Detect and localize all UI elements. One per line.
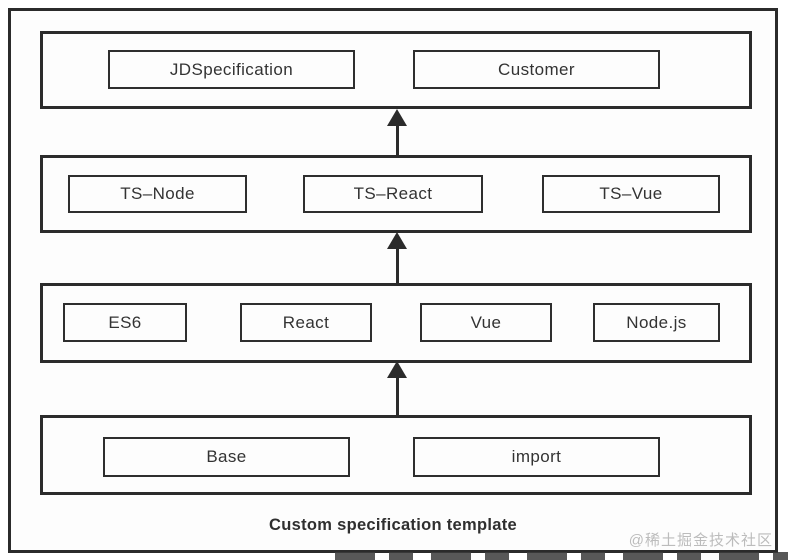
node-ts-vue: TS–Vue <box>542 175 720 213</box>
node-import: import <box>413 437 660 477</box>
node-label: TS–React <box>353 184 433 203</box>
node-label: TS–Node <box>120 184 195 203</box>
arrowhead-icon <box>387 361 407 378</box>
node-customer: Customer <box>413 50 660 89</box>
watermark-text: @稀土掘金技术社区 <box>628 532 773 549</box>
node-label: ES6 <box>108 312 142 332</box>
node-label: Base <box>206 447 247 466</box>
node-base: Base <box>103 437 350 477</box>
node-nodejs: Node.js <box>593 303 720 342</box>
node-react: React <box>240 303 372 342</box>
node-ts-node: TS–Node <box>68 175 247 213</box>
node-label: Vue <box>470 312 502 332</box>
node-label: import <box>511 447 562 466</box>
node-label: React <box>282 312 330 332</box>
node-vue: Vue <box>420 303 552 342</box>
node-label: Customer <box>498 59 575 79</box>
node-ts-react: TS–React <box>303 175 483 213</box>
cropped-text-artifact <box>335 552 788 560</box>
up-arrow-to-env-layer <box>387 361 407 416</box>
node-label: JDSpecification <box>169 59 294 79</box>
arrow-shaft <box>395 378 399 416</box>
up-arrow-to-spec-layer <box>387 109 407 156</box>
arrowhead-icon <box>387 109 407 126</box>
node-label: TS–Vue <box>599 184 663 203</box>
node-es6: ES6 <box>63 303 187 342</box>
arrowhead-icon <box>387 232 407 249</box>
arrow-shaft <box>395 249 399 284</box>
up-arrow-to-ts-layer <box>387 232 407 284</box>
arrow-shaft <box>395 126 399 156</box>
node-jdspecification: JDSpecification <box>108 50 355 89</box>
diagram-caption: Custom specification template <box>269 516 517 534</box>
node-label: Node.js <box>626 312 687 332</box>
